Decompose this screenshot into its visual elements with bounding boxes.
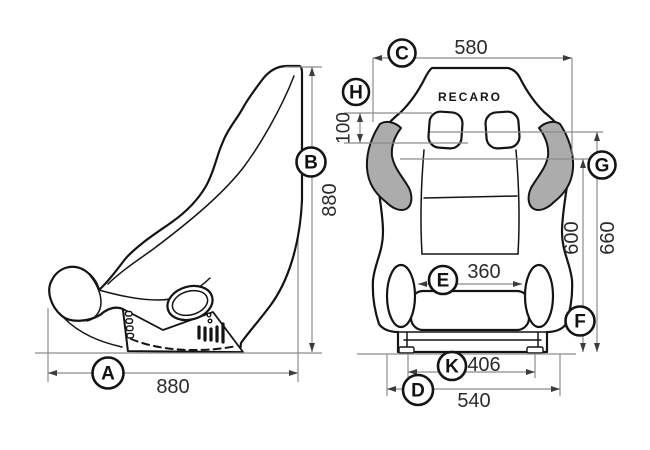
dim-e-value: 360	[467, 261, 500, 283]
datum-c: C	[387, 38, 417, 68]
dimension-values: 880 880 580 100 600 660 360 406 540	[156, 37, 619, 412]
datum-h: H	[341, 77, 371, 107]
side-belt-hole	[166, 284, 214, 322]
base-foot-left	[398, 346, 415, 354]
base-foot-right	[526, 346, 544, 354]
dimension-lines	[35, 55, 603, 396]
bracket-pin-hole-bottom	[207, 318, 213, 324]
svg-text:K: K	[445, 357, 459, 378]
datum-b: B	[295, 146, 327, 178]
dimension-a	[47, 308, 298, 382]
seat-base	[397, 331, 548, 354]
shoulder-bolster-right	[527, 120, 575, 212]
side-view	[48, 64, 304, 382]
dimension-k	[407, 354, 536, 378]
svg-text:H: H	[349, 83, 363, 104]
bracket-vent-slots	[197, 322, 225, 344]
datum-labels: A B C H G F E K	[91, 38, 617, 407]
bracket-dashed-line	[130, 338, 238, 352]
dim-d-value: 540	[457, 390, 490, 412]
svg-text:F: F	[574, 312, 586, 333]
bracket-pin-hole-top	[206, 312, 212, 318]
svg-text:D: D	[411, 381, 425, 402]
dimension-b	[285, 66, 322, 352]
svg-text:E: E	[437, 271, 450, 292]
svg-text:A: A	[101, 364, 115, 385]
dim-a-value: 880	[156, 376, 189, 398]
datum-k: K	[436, 350, 468, 382]
svg-text:G: G	[595, 156, 610, 177]
recaro-logo: RECARO	[438, 90, 502, 104]
dimension-h	[344, 112, 468, 144]
backrest-seams	[420, 149, 520, 255]
dim-c-value: 580	[454, 37, 487, 59]
dim-660-value: 660	[597, 221, 619, 254]
datum-d: D	[401, 373, 435, 407]
bracket-bolt-holes	[124, 310, 135, 339]
shoulder-bolster-left	[365, 120, 413, 212]
dim-b-value: 880	[319, 183, 341, 216]
side-underside-seam	[63, 317, 123, 348]
belt-hole-right	[484, 110, 521, 150]
datum-f: F	[564, 305, 596, 337]
seat-cushion	[409, 289, 531, 332]
dim-k-value: 406	[467, 354, 500, 376]
thigh-bolster-left	[385, 263, 417, 329]
datum-g: G	[587, 150, 617, 180]
svg-text:B: B	[304, 153, 318, 174]
side-mount-bracket	[122, 308, 244, 353]
front-view: RECARO	[365, 66, 575, 354]
svg-text:C: C	[395, 44, 409, 65]
datum-a: A	[91, 356, 125, 390]
thigh-bolster-right	[523, 263, 555, 329]
datum-e: E	[427, 264, 459, 296]
belt-hole-left	[427, 110, 464, 150]
dim-h-value: 100	[334, 112, 355, 144]
side-nose-seam	[85, 270, 102, 322]
side-front-seam	[107, 75, 295, 285]
dim-600-value: 600	[561, 221, 583, 254]
